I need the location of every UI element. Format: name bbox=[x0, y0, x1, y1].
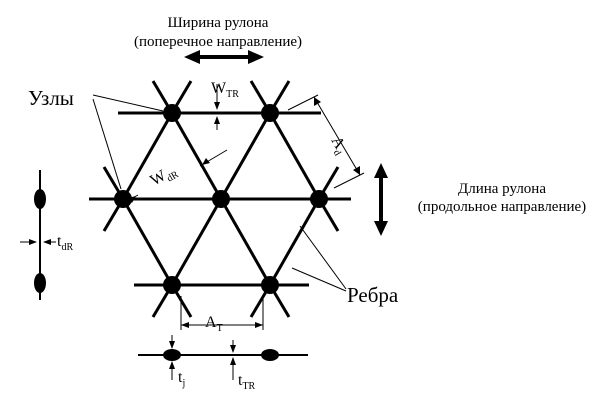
at-label: AT bbox=[205, 314, 223, 334]
width-arrow-icon bbox=[184, 50, 264, 64]
node bbox=[163, 104, 181, 122]
node bbox=[114, 190, 132, 208]
length-arrow-icon bbox=[374, 163, 388, 236]
wtr-label: WTR bbox=[211, 80, 239, 100]
transverse-rib-cross-section bbox=[138, 335, 308, 380]
nodes-leaders bbox=[92, 94, 164, 190]
ribs-leaders bbox=[291, 225, 347, 292]
node bbox=[163, 276, 181, 294]
grid-nodes bbox=[114, 104, 328, 294]
roll-width-subtitle: (поперечное направление) bbox=[134, 34, 302, 50]
ttr-label: tTR bbox=[238, 372, 256, 392]
ribs-label: Ребра bbox=[347, 283, 399, 307]
nodes-label: Узлы bbox=[28, 86, 74, 110]
ad-label: Ad bbox=[325, 134, 351, 158]
wdr-label: WdR bbox=[148, 161, 181, 192]
roll-width-title: Ширина рулона bbox=[168, 15, 269, 31]
tdr-label: tdR bbox=[57, 233, 73, 253]
diagonal-rib-cross-section bbox=[20, 170, 56, 300]
diagonal-ribs bbox=[102, 80, 340, 318]
roll-length-title: Длина рулона bbox=[458, 181, 546, 197]
wtr-dimension bbox=[214, 84, 220, 130]
node bbox=[261, 276, 279, 294]
node bbox=[261, 104, 279, 122]
node bbox=[212, 190, 230, 208]
wdr-dimension bbox=[119, 149, 228, 206]
roll-length-subtitle: (продольное направление) bbox=[418, 199, 586, 215]
at-dimension bbox=[180, 296, 264, 330]
node bbox=[310, 190, 328, 208]
tj-label: tj bbox=[178, 369, 185, 389]
ad-dimension bbox=[287, 94, 365, 189]
